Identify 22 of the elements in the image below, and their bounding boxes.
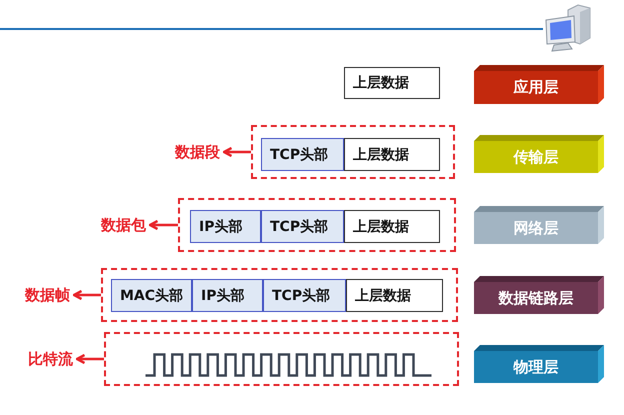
header-cell: MAC头部 — [111, 279, 192, 312]
payload-cell: 上层数据 — [344, 67, 440, 99]
header-cell: TCP头部 — [263, 279, 346, 312]
arrow — [72, 290, 101, 300]
payload-cell: 上层数据 — [346, 279, 443, 312]
arrow — [76, 354, 104, 364]
unit-label: 数据段 — [170, 141, 224, 163]
arrow — [148, 220, 178, 230]
dashed-frame — [251, 125, 455, 179]
arrow — [222, 146, 251, 158]
header-cell: IP头部 — [190, 210, 261, 243]
header-cell: IP头部 — [192, 279, 263, 312]
unit-label: 数据帧 — [20, 284, 74, 306]
payload-cell: 上层数据 — [344, 138, 440, 171]
dashed-frame — [178, 198, 456, 252]
unit-label: 数据包 — [96, 214, 150, 236]
unit-label: 比特流 — [23, 348, 77, 370]
payload-cell: 上层数据 — [344, 210, 440, 243]
dashed-frame — [101, 268, 458, 322]
header-cell: TCP头部 — [261, 210, 344, 243]
dashed-frame — [104, 332, 459, 386]
header-cell: TCP头部 — [261, 138, 344, 171]
